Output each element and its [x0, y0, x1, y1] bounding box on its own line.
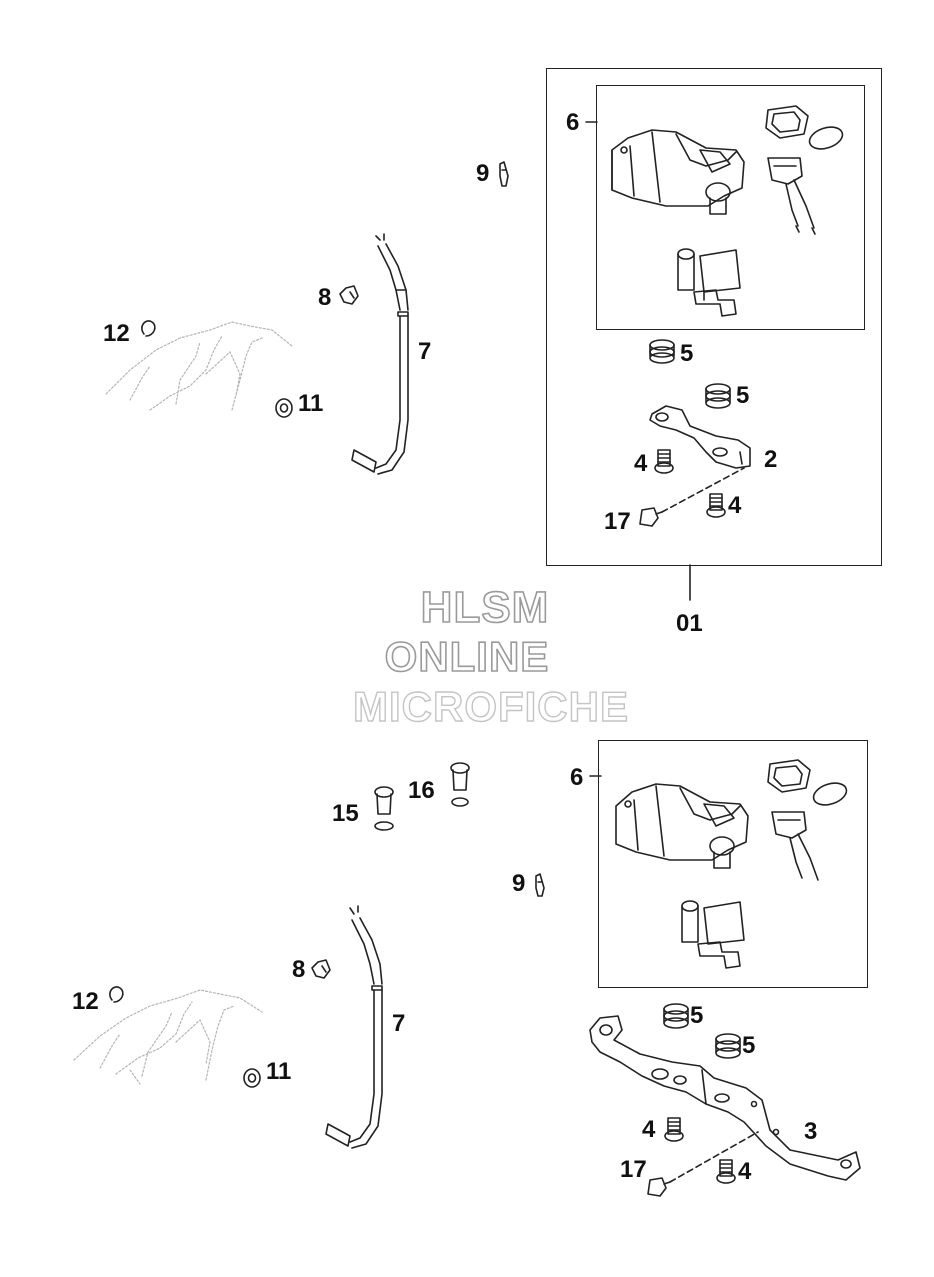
connector-bottom — [771, 811, 819, 881]
watermark-line-3: MICROFICHE — [352, 683, 629, 730]
rubber-damper-top-2 — [705, 383, 731, 409]
switch-kit-frame-top — [596, 85, 865, 330]
callout-5-bottom-2: 5 — [742, 1032, 756, 1059]
relay-bottom — [681, 900, 745, 969]
rubber-damper-top-1 — [649, 339, 675, 364]
grommet-bottom — [243, 1068, 261, 1088]
rubber-damper-bottom-2 — [715, 1033, 741, 1059]
faint-housing-top — [105, 321, 293, 411]
callout-5-top-1: 5 — [680, 340, 694, 367]
screw-bottom-left — [664, 1117, 684, 1142]
callout-4-top-right: 4 — [728, 492, 742, 519]
clip-bottom — [311, 959, 331, 979]
callout-5-top-2: 5 — [736, 382, 750, 409]
screw-bottom-right — [716, 1159, 736, 1184]
lens-bottom — [812, 782, 848, 806]
assembly-label-01: 01 — [676, 610, 703, 637]
switch-housing-bottom — [615, 783, 749, 869]
bolt-bottom — [647, 1177, 671, 1197]
callout-6-bottom: 6 — [570, 764, 584, 791]
callout-8-bottom: 8 — [292, 956, 306, 983]
bolt-top — [639, 507, 663, 527]
faint-housing-bottom — [73, 989, 263, 1085]
callout-9-top: 9 — [476, 160, 490, 187]
callout-7-bottom: 7 — [392, 1010, 406, 1037]
clip-top — [339, 285, 359, 305]
display-unit-bottom — [767, 759, 811, 793]
lens-top — [808, 126, 844, 150]
callout-4-top-left: 4 — [634, 450, 648, 477]
pin-top — [499, 161, 509, 187]
callout-17-bottom: 17 — [620, 1156, 647, 1183]
callout-4-bottom-left: 4 — [642, 1116, 656, 1143]
display-unit-top — [765, 105, 809, 139]
callout-15: 15 — [332, 800, 359, 827]
callout-2-top: 2 — [764, 446, 778, 473]
callout-5-bottom-1: 5 — [690, 1002, 704, 1029]
bracket-bottom — [589, 1015, 861, 1181]
relay-top — [677, 248, 741, 317]
cable-top — [351, 233, 409, 475]
watermark-line-1: HLSM — [420, 583, 550, 632]
callout-11-top: 11 — [298, 390, 324, 417]
connector-top — [767, 157, 816, 235]
callout-17-top: 17 — [604, 508, 631, 535]
rubber-damper-bottom-1 — [663, 1003, 689, 1029]
callout-9-bottom: 9 — [512, 870, 526, 897]
callout-16: 16 — [408, 777, 435, 804]
ring-bottom — [109, 986, 124, 1003]
callout-12-bottom: 12 — [72, 988, 99, 1015]
watermark-line-2: ONLINE — [384, 633, 550, 680]
dash-line-top — [661, 467, 745, 513]
plug-15 — [374, 786, 394, 831]
callout-4-bottom-right: 4 — [738, 1158, 752, 1185]
plug-16 — [450, 762, 470, 807]
screw-top-right — [706, 493, 726, 518]
callout-8-top: 8 — [318, 284, 332, 311]
callout-7-top: 7 — [418, 338, 432, 365]
screw-top-left — [654, 449, 674, 474]
assembly-frame-outer — [546, 68, 882, 566]
switch-housing-top — [611, 129, 745, 215]
callout-11-bottom: 11 — [266, 1058, 292, 1085]
pin-bottom — [535, 873, 545, 897]
switch-kit-frame-bottom — [598, 740, 868, 988]
bracket-top — [649, 405, 751, 469]
ring-top — [141, 320, 156, 337]
cable-bottom — [325, 905, 383, 1149]
dash-line-bottom — [669, 1131, 759, 1183]
callout-6-top: 6 — [566, 109, 580, 136]
callout-3-bottom: 3 — [804, 1118, 818, 1145]
callout-12-top: 12 — [103, 320, 130, 347]
grommet-top — [275, 398, 293, 418]
